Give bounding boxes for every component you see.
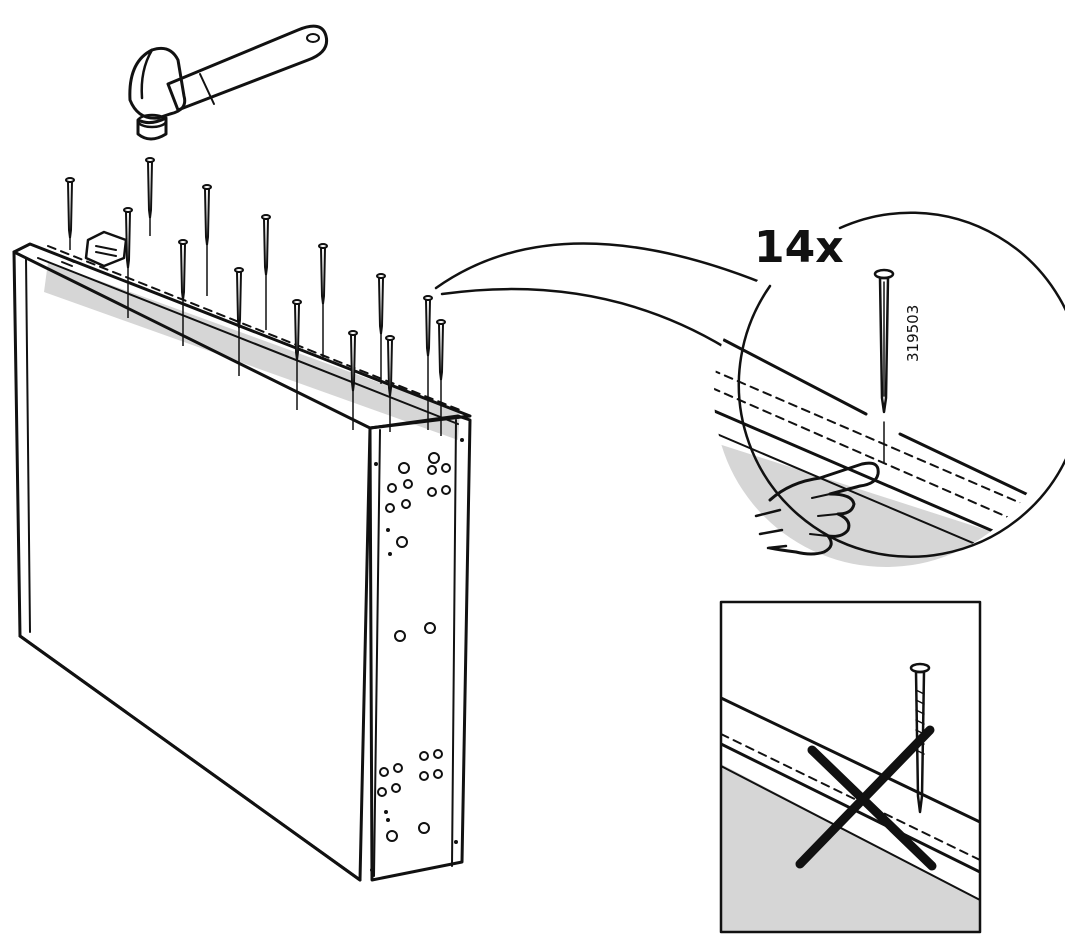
callout-leader — [434, 242, 772, 350]
nail-icon — [436, 319, 446, 436]
nail-icon — [178, 239, 188, 346]
nail-icon — [123, 207, 133, 318]
nail-icon — [423, 295, 433, 430]
nail-icon — [348, 330, 358, 430]
part-number: 319503 — [904, 305, 922, 362]
connector-block — [59, 230, 128, 268]
nail-icon — [385, 335, 395, 432]
correct-detail-zoom: 14x 319503 — [714, 211, 1065, 567]
nail-icon — [318, 243, 328, 358]
side-panel — [12, 250, 372, 882]
nail-icon — [909, 662, 931, 814]
nail-icon — [261, 214, 271, 330]
hammer-icon — [128, 24, 329, 141]
cabinet-frame — [12, 230, 472, 882]
nail-icon — [873, 268, 895, 414]
nail-icon — [292, 299, 302, 410]
stile-holes — [377, 452, 451, 842]
nail-icon — [376, 273, 386, 384]
top-panel-edge — [44, 262, 460, 440]
nail-set — [65, 157, 446, 436]
nail-icon — [234, 267, 244, 376]
quantity-label: 14x — [754, 222, 844, 273]
nail-icon — [202, 184, 212, 296]
nail-icon — [145, 157, 155, 236]
nail-icon — [65, 177, 75, 250]
front-stile — [368, 414, 472, 882]
finger-pointing-icon — [754, 461, 880, 556]
incorrect-detail-box — [719, 600, 982, 934]
cross-mark-icon — [795, 725, 937, 871]
